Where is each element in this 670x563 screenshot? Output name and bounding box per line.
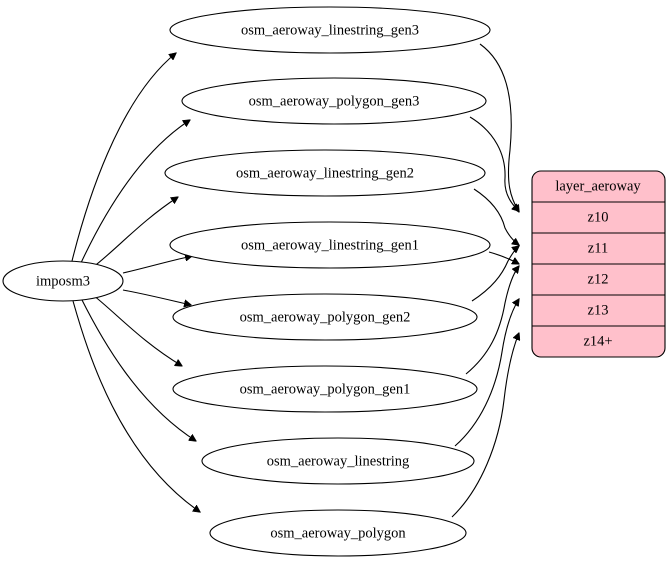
edge-imposm3-to-polygon-gen1 [92, 294, 182, 366]
edge-linestring-gen3-to-z10 [479, 43, 519, 212]
edge-imposm3-to-polygon-gen3 [79, 120, 190, 266]
node-osm-aeroway-polygon-gen2[interactable]: osm_aeroway_polygon_gen2 [172, 293, 478, 341]
node-layer-aeroway[interactable]: layer_aeroway z10 z11 z12 z13 z14+ [531, 170, 666, 358]
node-osm-aeroway-polygon-gen2-label: osm_aeroway_polygon_gen2 [240, 309, 411, 325]
edge-polygon-gen2-to-z11 [471, 246, 519, 302]
node-osm-aeroway-linestring-gen1-label: osm_aeroway_linestring_gen1 [241, 237, 419, 253]
node-osm-aeroway-polygon-gen2-shape [172, 293, 478, 341]
edge-imposm3-to-linestring-gen2 [91, 197, 178, 269]
node-osm-aeroway-linestring-gen3[interactable]: osm_aeroway_linestring_gen3 [169, 6, 491, 54]
edge-group-tables-to-layer [451, 43, 519, 518]
node-imposm3[interactable]: imposm3 [2, 260, 124, 302]
node-osm-aeroway-linestring-gen1-shape [169, 221, 491, 269]
node-osm-aeroway-polygon-shape [209, 509, 467, 557]
node-osm-aeroway-polygon-gen3-label: osm_aeroway_polygon_gen3 [249, 93, 420, 109]
node-osm-aeroway-linestring[interactable]: osm_aeroway_linestring [201, 437, 475, 485]
node-osm-aeroway-polygon-gen1[interactable]: osm_aeroway_polygon_gen1 [172, 365, 478, 413]
node-osm-aeroway-polygon-gen1-shape [172, 365, 478, 413]
edge-imposm3-to-linestring-gen1 [122, 256, 192, 274]
edge-imposm3-to-linestring [80, 297, 196, 441]
node-osm-aeroway-polygon[interactable]: osm_aeroway_polygon [209, 509, 467, 557]
node-osm-aeroway-polygon-gen3[interactable]: osm_aeroway_polygon_gen3 [181, 77, 487, 125]
record-row-z11[interactable]: z11 [588, 240, 608, 256]
edge-polygon-gen1-to-z12 [465, 266, 519, 375]
record-row-z12[interactable]: z12 [588, 271, 609, 287]
record-row-z14plus[interactable]: z14+ [583, 333, 612, 349]
node-osm-aeroway-linestring-gen2[interactable]: osm_aeroway_linestring_gen2 [164, 149, 486, 197]
record-row-z13[interactable]: z13 [588, 302, 609, 318]
node-imposm3-shape [2, 260, 124, 302]
record-header-layer-aeroway: layer_aeroway [555, 178, 641, 194]
edge-linestring-gen1-to-z12 [488, 251, 519, 264]
node-osm-aeroway-linestring-gen3-shape [169, 6, 491, 54]
node-osm-aeroway-linestring-gen3-label: osm_aeroway_linestring_gen3 [241, 22, 419, 38]
node-osm-aeroway-linestring-shape [201, 437, 475, 485]
edge-group-source-to-tables [71, 53, 200, 512]
node-imposm3-label: imposm3 [36, 273, 90, 289]
node-osm-aeroway-linestring-label: osm_aeroway_linestring [267, 453, 410, 469]
node-osm-aeroway-polygon-gen1-label: osm_aeroway_polygon_gen1 [240, 381, 411, 397]
node-osm-aeroway-polygon-label: osm_aeroway_polygon [270, 525, 406, 541]
record-row-z10[interactable]: z10 [588, 209, 609, 225]
edge-polygon-to-z14plus [451, 333, 519, 518]
edge-polygon-gen3-to-z10 [469, 116, 519, 211]
node-osm-aeroway-linestring-gen2-label: osm_aeroway_linestring_gen2 [236, 165, 414, 181]
edge-imposm3-to-linestring-gen3 [71, 53, 176, 262]
edge-imposm3-to-polygon [72, 300, 200, 512]
edge-imposm3-to-polygon-gen2 [122, 289, 191, 305]
node-osm-aeroway-linestring-gen2-shape [164, 149, 486, 197]
edge-linestring-gen2-to-z11 [473, 188, 519, 245]
node-osm-aeroway-linestring-gen1[interactable]: osm_aeroway_linestring_gen1 [169, 221, 491, 269]
edge-linestring-to-z13 [454, 299, 519, 447]
node-osm-aeroway-polygon-gen3-shape [181, 77, 487, 125]
